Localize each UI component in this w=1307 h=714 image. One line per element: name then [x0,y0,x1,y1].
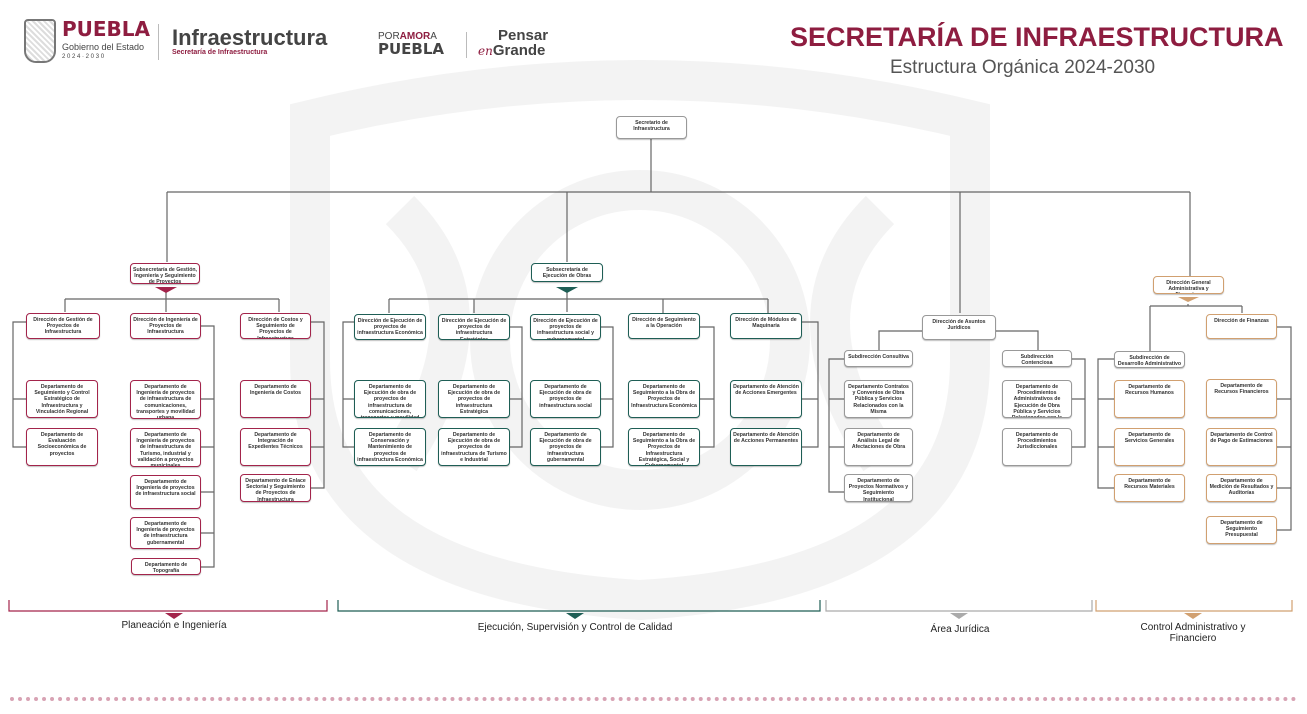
direccion-box[interactable]: Dirección de Finanzas [1206,314,1277,339]
departamento-box[interactable]: Departamento de Seguimiento Presupuestal [1206,516,1277,544]
logo-puebla-sub: Gobierno del Estado [62,42,145,52]
direccion-box[interactable]: Dirección de Ingeniería de Proyectos de … [130,313,201,339]
coat-of-arms-icon [24,19,56,63]
departamento-box[interactable]: Departamento de Ingeniería de proyectos … [130,380,201,419]
departamento-box[interactable]: Departamento de Recursos Humanos [1114,380,1185,418]
departamento-box[interactable]: Departamento de Recursos Materiales [1114,474,1185,502]
section-head-control-administrativo[interactable]: Dirección General Administrativa y Finan… [1153,276,1224,294]
departamento-box[interactable]: Departamento de Análisis Legal de Afecta… [844,428,913,466]
direccion-box[interactable]: Dirección de Gestión de Proyectos de Inf… [26,313,100,339]
logo-pensar-bottom: Grande [492,42,546,59]
departamento-box[interactable]: Departamento Contratos y Convenios de Ob… [844,380,913,418]
logo-amor-a: A [430,31,437,42]
departamento-box[interactable]: Departamento de Ingeniería de proyectos … [130,517,201,549]
footer-dotted-border [10,697,1297,702]
departamento-box[interactable]: Departamento de Procedimientos Administr… [1002,380,1072,418]
page-subtitle: Estructura Orgánica 2024-2030 [890,57,1156,78]
logo-pensar-en: en [478,44,493,58]
departamento-box[interactable]: Departamento de Proyectos Normativos y S… [844,474,913,502]
page-title: SECRETARÍA DE INFRAESTRUCTURA [790,22,1284,52]
departamento-box[interactable]: Departamento de Atención de Acciones Eme… [730,380,802,418]
direccion-box[interactable]: Dirección de Costos y Seguimiento de Pro… [240,313,311,339]
secretario-box[interactable]: Secretario de Infraestructura [616,116,687,139]
logo-puebla: PUEBLA Gobierno del Estado 2 0 2 4 · 2 0… [24,18,152,68]
departamento-box[interactable]: Departamento de Seguimiento y Control Es… [26,380,98,418]
logo-puebla-name: PUEBLA [62,17,151,41]
departamento-box[interactable]: Departamento de Control de Pago de Estim… [1206,428,1277,466]
logo-pensar-en-grande: Pensar enGrande [478,28,548,59]
departamento-box[interactable]: Departamento de Conservación y Mantenimi… [354,428,426,466]
direccion-box[interactable]: Subdirección Contenciosa [1002,350,1072,367]
direccion-box[interactable]: Subdirección de Desarrollo Administrativ… [1114,351,1185,368]
watermark-emblem [290,60,990,620]
departamento-box[interactable]: Departamento de Integración de Expedient… [240,428,311,466]
direccion-box[interactable]: Dirección de Ejecución de proyectos de i… [354,314,426,340]
departamento-box[interactable]: Departamento de Seguimiento a la Obra de… [628,428,700,466]
logo-infraestructura: Infraestructura Secretaría de Infraestru… [172,26,368,57]
area-label-planeacion-ingenieria: Planeación e Ingeniería [121,620,227,631]
departamento-box[interactable]: Departamento de Ingeniería de proyectos … [130,428,201,467]
departamento-box[interactable]: Departamento de Ejecución de obra de pro… [438,380,510,418]
logo-pensar-top: Pensar [498,27,549,44]
logo-amor-por: POR [378,31,400,42]
departamento-box[interactable]: Departamento de Servicios Generales [1114,428,1185,466]
direccion-box[interactable]: Dirección de Módulos de Maquinaria [730,313,802,339]
logo-infra-sub: Secretaría de Infraestructura [172,49,268,56]
departamento-box[interactable]: Departamento de Procedimientos Jurisdicc… [1002,428,1072,466]
direccion-box[interactable]: Dirección de Ejecución de proyectos de i… [530,314,601,340]
logo-amor-puebla: PUEBLA [378,40,445,58]
direccion-box[interactable]: Dirección de Ejecución de proyectos de i… [438,314,510,340]
section-head-planeacion-ingenieria[interactable]: Subsecretaría de Gestión, Ingeniería y S… [130,263,200,284]
departamento-box[interactable]: Departamento de Ejecución de obra de pro… [354,380,426,418]
departamento-box[interactable]: Departamento de Atención de Acciones Per… [730,428,802,466]
direccion-box[interactable]: Dirección de Seguimiento a la Operación [628,313,700,339]
logo-puebla-years: 2 0 2 4 · 2 0 3 0 [62,54,105,60]
area-label-area-juridica: Área Jurídica [930,624,990,635]
section-head-area-juridica[interactable]: Dirección de Asuntos Jurídicos [922,315,996,340]
departamento-box[interactable]: Departamento de Ejecución de obra de pro… [530,380,601,418]
departamento-box[interactable]: Departamento de Ingeniería de proyectos … [130,475,201,509]
direccion-box[interactable]: Subdirección Consultiva [844,350,913,367]
area-label-ejecucion-obras: Ejecución, Supervisión y Control de Cali… [477,622,673,633]
logo-amor-amor: AMOR [399,31,431,42]
area-label-control-administrativo: Control Administrativo y Financiero [1140,622,1246,644]
departamento-box[interactable]: Departamento de Enlace Sectorial y Segui… [240,474,311,502]
departamento-box[interactable]: Departamento de Topografía [131,558,201,575]
departamento-box[interactable]: Departamento de Ejecución de obra de pro… [530,428,601,466]
departamento-box[interactable]: Departamento de Ejecución de obra de pro… [438,428,510,466]
departamento-box[interactable]: Departamento de Recursos Financieros [1206,379,1277,418]
departamento-box[interactable]: Departamento de Evaluación Socioeconómic… [26,428,98,466]
section-head-ejecucion-obras[interactable]: Subsecretaría de Ejecución de Obras [531,263,603,282]
logo-por-amor-a-puebla: PORAMORA PUEBLA [378,32,444,57]
departamento-box[interactable]: Departamento de Ingeniería de Costos [240,380,311,418]
departamento-box[interactable]: Departamento de Seguimiento a la Obra de… [628,380,700,418]
departamento-box[interactable]: Departamento de Medición de Resultados y… [1206,474,1277,502]
logo-infra-name: Infraestructura [172,25,328,50]
